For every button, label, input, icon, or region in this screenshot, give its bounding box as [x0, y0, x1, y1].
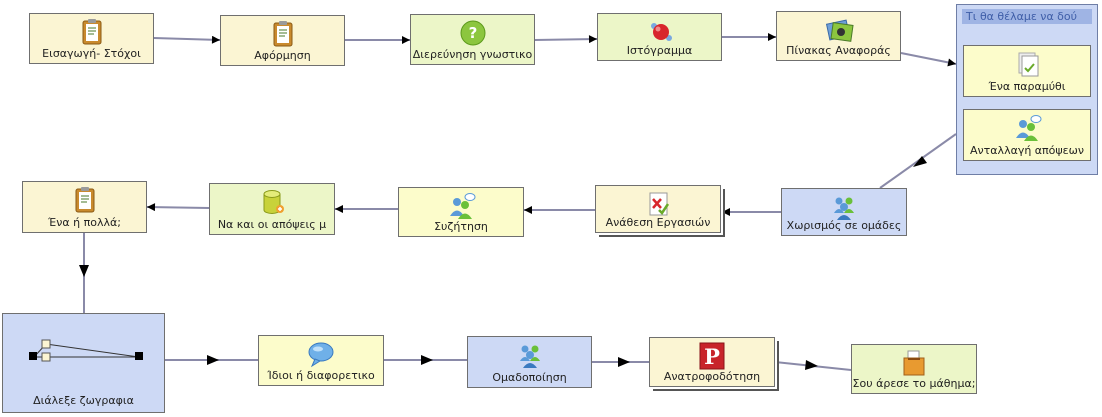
- node-label: Εισαγωγή- Στόχοι: [42, 47, 141, 60]
- node-eisagogi[interactable]: Εισαγωγή- Στόχοι: [29, 13, 154, 64]
- node-label: Ομαδοποίηση: [492, 371, 567, 384]
- chat-people-icon: [450, 193, 476, 219]
- node-label: Ένα παραμύθι: [988, 80, 1066, 93]
- assignment-icon: [649, 192, 670, 216]
- database-icon: [263, 190, 284, 214]
- node-pinakas[interactable]: Πίνακας Αναφοράς: [776, 11, 901, 61]
- node-label: Χωρισμός σε ομάδες: [786, 219, 902, 232]
- node-label: Ίδιοι ή διαφορετικο: [267, 369, 375, 382]
- node-label: Συζήτηση: [434, 220, 488, 233]
- connector-dierevnisi-istogramma: [534, 35, 598, 44]
- node-xorismos[interactable]: Χωρισμός σε ομάδες: [781, 188, 907, 236]
- arrowhead-omadopoiisi-anatrofodotisi: [618, 357, 630, 367]
- svg-text:?: ?: [468, 24, 477, 42]
- node-paramythi[interactable]: Ένα παραμύθι: [963, 45, 1091, 97]
- node-aformisi[interactable]: Αφόρμηση: [220, 15, 345, 66]
- node-label: Ανταλλαγή απόψεων: [970, 144, 1084, 157]
- connector-pinakas-gate: [900, 52, 957, 67]
- arrowhead-idioi-omadopoiisi: [421, 355, 433, 365]
- branch-gate[interactable]: Τι θα θέλαμε να δού Ένα παραμύθι Ανταλλα…: [956, 4, 1098, 175]
- node-label: Διάλεξε ζωγραφια: [33, 394, 134, 407]
- chat-people-icon: [1016, 115, 1042, 141]
- speech-bubble-icon: [308, 342, 334, 368]
- node-label: Ανάθεση Εργασιών: [605, 216, 711, 229]
- group-icon: [519, 345, 540, 368]
- gate-title: Τι θα θέλαμε να δού: [962, 9, 1092, 24]
- branch-icon: [29, 339, 143, 362]
- pages-icon: [1018, 52, 1039, 77]
- node-dierevnisi[interactable]: ? Διερεύνηση γνωστικο: [410, 14, 535, 65]
- node-areso[interactable]: Σου άρεσε το μάθημα;: [851, 344, 977, 394]
- node-label: Ιστόγραμμα: [626, 44, 693, 57]
- node-label: Σου άρεσε το μάθημα;: [852, 377, 976, 390]
- p-logo-icon: P: [699, 342, 725, 370]
- image-icon: [825, 19, 854, 42]
- arrowhead-anatrofodotisi-areso: [805, 360, 818, 370]
- clipboard-icon: [75, 187, 94, 213]
- node-apopseis[interactable]: Να και οι απόψεις μ: [209, 183, 335, 235]
- node-label: Να και οι απόψεις μ: [217, 218, 327, 231]
- node-anathesi[interactable]: Ανάθεση Εργασιών: [595, 185, 721, 233]
- node-label: Πίνακας Αναφοράς: [786, 44, 891, 57]
- node-antallagi[interactable]: Ανταλλαγή απόψεων: [963, 109, 1091, 161]
- node-label: Διερεύνηση γνωστικο: [412, 48, 533, 61]
- arrowhead-gate-xorismos: [913, 156, 927, 167]
- connector-apopseis-enapolla: [146, 203, 210, 212]
- arrowhead-dialexe-idioi: [207, 355, 219, 365]
- arrowhead-enapolla-dialexe: [79, 265, 89, 277]
- node-syzitisi[interactable]: Συζήτηση: [398, 187, 524, 237]
- node-omadopoiisi[interactable]: Ομαδοποίηση: [467, 336, 592, 388]
- question-icon: ?: [460, 20, 485, 46]
- node-label: Αφόρμηση: [254, 49, 311, 62]
- node-anatrofodotisi[interactable]: P Ανατροφοδότηση: [649, 337, 775, 387]
- svg-text:P: P: [704, 344, 720, 369]
- node-label: Ανατροφοδότηση: [663, 370, 761, 383]
- node-idioi[interactable]: Ίδιοι ή διαφορετικο: [258, 335, 384, 386]
- group-icon: [834, 197, 854, 220]
- molecule-icon: [650, 23, 672, 41]
- node-istogramma[interactable]: Ιστόγραμμα: [597, 13, 722, 61]
- clipboard-icon: [82, 19, 101, 45]
- node-ena-polla[interactable]: Ένα ή πολλά;: [22, 181, 147, 233]
- connector-eisagogi-aformisi: [153, 35, 221, 44]
- node-label: Ένα ή πολλά;: [48, 216, 121, 229]
- vote-box-icon: [903, 350, 925, 376]
- node-dialexe[interactable]: Διάλεξε ζωγραφια: [2, 313, 165, 413]
- clipboard-icon: [273, 21, 292, 47]
